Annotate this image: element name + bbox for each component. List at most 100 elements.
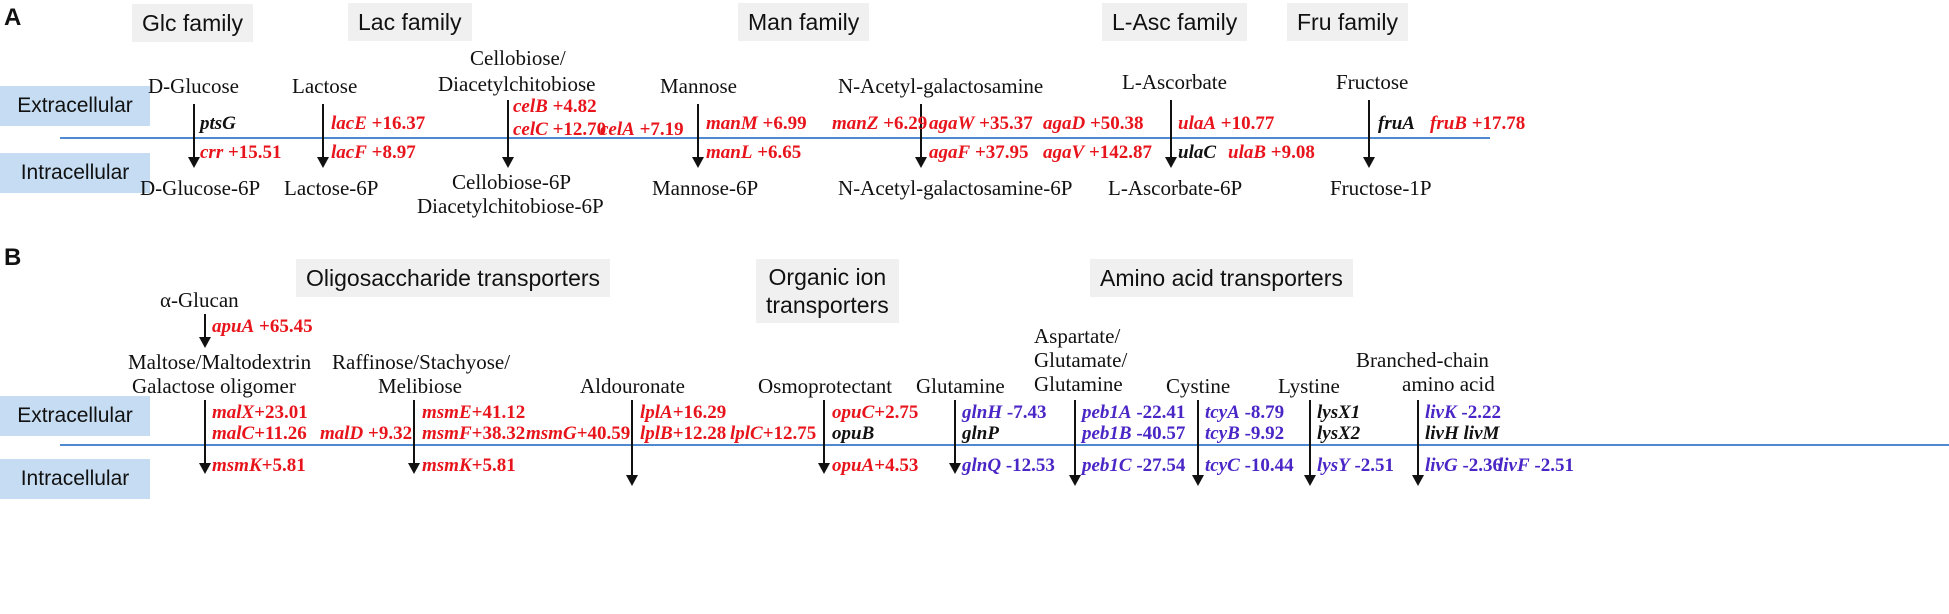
- arrow-mal: [199, 400, 211, 474]
- gene-glnp: glnP: [962, 423, 999, 444]
- gene-lysx2: lysX2: [1317, 423, 1361, 444]
- membrane-b: [60, 444, 1949, 446]
- substrate-melibiose: Melibiose: [378, 374, 462, 398]
- gene-lysx1: lysX1: [1317, 402, 1361, 423]
- gene-lpla: lplA+16.29: [640, 402, 727, 423]
- gene-livf: livF -2.51: [1498, 455, 1574, 476]
- gene-peb1c: peb1C -27.54: [1082, 455, 1186, 476]
- arrow-fru: [1363, 100, 1375, 168]
- gene-crr: crr +15.51: [200, 142, 282, 163]
- gene-tcyc: tcyC -10.44: [1205, 455, 1294, 476]
- substrate-branched-chain: Branched-chain: [1356, 348, 1489, 372]
- gene-opua: opuA+4.53: [832, 455, 919, 476]
- gene-msme: msmE+41.12: [422, 402, 526, 423]
- substrate-glutamine: Glutamine: [916, 374, 1005, 398]
- arrow-ula: [1165, 100, 1177, 168]
- gene-ulac: ulaC: [1178, 142, 1217, 163]
- arrow-lac: [317, 104, 329, 168]
- substrate-glutamine-2: Glutamine: [1034, 372, 1123, 396]
- gene-agaw: agaW +35.37: [929, 113, 1033, 134]
- substrate-lactose: Lactose: [292, 74, 358, 98]
- substrate-cystine: Cystine: [1166, 374, 1231, 398]
- substrate-osmoprotectant: Osmoprotectant: [758, 374, 893, 398]
- arrow-tcy: [1192, 400, 1204, 486]
- gene-msmk-1: msmK+5.81: [212, 455, 306, 476]
- arrow-opu: [818, 400, 830, 474]
- gene-lacf: lacF +8.97: [331, 142, 416, 163]
- arrow-gln: [949, 400, 961, 474]
- gene-apua: apuA +65.45: [212, 316, 313, 337]
- arrow-aga: [915, 104, 927, 168]
- gene-mald: malD +9.32: [320, 423, 413, 444]
- gene-celb: celB +4.82: [513, 96, 597, 117]
- gene-livh: livH livM: [1425, 423, 1500, 444]
- gene-ulaa: ulaA +10.77: [1178, 113, 1275, 134]
- substrate-raffinose: Raffinose/Stachyose/: [332, 350, 511, 374]
- arrow-cel: [502, 100, 514, 168]
- product-l-ascorbate-6p: L-Ascorbate-6P: [1108, 176, 1243, 200]
- gene-frua: fruA: [1378, 113, 1415, 134]
- product-mannose-6p: Mannose-6P: [652, 176, 759, 200]
- product-diacetylchitobiose-6p: Diacetylchitobiose-6P: [417, 194, 604, 218]
- substrate-aspartate: Aspartate/: [1034, 324, 1121, 348]
- family-lac: Lac family: [348, 3, 472, 41]
- gene-frub: fruB +17.78: [1430, 113, 1526, 134]
- substrate-diacetylchitobiose: Diacetylchitobiose: [438, 72, 596, 96]
- gene-ptsg: ptsG: [200, 113, 236, 134]
- product-cellobiose-6p: Cellobiose-6P: [452, 170, 571, 194]
- arrow-apu: [199, 314, 211, 348]
- substrate-aldouronate: Aldouronate: [580, 374, 685, 398]
- gene-cela: celA +7.19: [600, 119, 684, 140]
- gene-opuc: opuC+2.75: [832, 402, 919, 423]
- gene-ulab: ulaB +9.08: [1228, 142, 1315, 163]
- gene-lplb: lplB+12.28: [640, 423, 727, 444]
- substrate-d-glucose: D-Glucose: [148, 74, 239, 98]
- gene-celc: celC +12.70: [513, 119, 607, 140]
- intracellular-label-b: Intracellular: [0, 459, 150, 499]
- substrate-glutamate: Glutamate/: [1034, 348, 1128, 372]
- extracellular-label-b: Extracellular: [0, 396, 150, 436]
- substrate-l-ascorbate: L-Ascorbate: [1122, 70, 1227, 94]
- gene-msmk-2: msmK+5.81: [422, 455, 516, 476]
- arrow-liv: [1412, 400, 1424, 486]
- family-man: Man family: [738, 3, 870, 41]
- gene-tcyb: tcyB -9.92: [1205, 423, 1285, 444]
- gene-msmg: msmG+40.59: [526, 423, 631, 444]
- panel-letter-b: B: [4, 244, 22, 271]
- arrow-lpl: [626, 400, 638, 486]
- product-fructose-1p: Fructose-1P: [1330, 176, 1432, 200]
- family-glc: Glc family: [132, 4, 253, 42]
- substrate-lystine: Lystine: [1278, 374, 1340, 398]
- membrane-a: [60, 137, 1490, 139]
- gene-msmf: msmF+38.32: [422, 423, 526, 444]
- gene-manm: manM +6.99: [706, 113, 807, 134]
- gene-livg: livG -2.36: [1425, 455, 1503, 476]
- family-l-asc: L-Asc family: [1102, 3, 1248, 41]
- group-amino-acid: Amino acid transporters: [1090, 259, 1353, 297]
- arrow-lys: [1304, 400, 1316, 486]
- intracellular-label-a: Intracellular: [0, 153, 150, 193]
- product-d-glucose-6p: D-Glucose-6P: [140, 176, 261, 200]
- group-oligosaccharide: Oligosaccharide transporters: [296, 259, 611, 297]
- gene-agad: agaD +50.38: [1043, 113, 1144, 134]
- gene-lysy: lysY -2.51: [1317, 455, 1395, 476]
- extracellular-label-a: Extracellular: [0, 86, 150, 126]
- arrow-glc: [188, 104, 200, 168]
- gene-lplc: lplC+12.75: [730, 423, 817, 444]
- gene-lace: lacE +16.37: [331, 113, 426, 134]
- gene-tcya: tcyA -8.79: [1205, 402, 1285, 423]
- substrate-amino-acid: amino acid: [1402, 372, 1495, 396]
- product-lactose-6p: Lactose-6P: [284, 176, 379, 200]
- gene-opub: opuB: [832, 423, 875, 444]
- gene-manz: manZ +6.29: [832, 113, 928, 134]
- panel-letter-a: A: [4, 4, 22, 31]
- product-n-acetyl-galactosamine-6p: N-Acetyl-galactosamine-6P: [838, 176, 1073, 200]
- gene-agav: agaV +142.87: [1043, 142, 1153, 163]
- arrow-msm: [408, 400, 420, 474]
- gene-livk: livK -2.22: [1425, 402, 1501, 423]
- arrow-man: [692, 104, 704, 168]
- substrate-fructose: Fructose: [1336, 70, 1409, 94]
- gene-peb1b: peb1B -40.57: [1082, 423, 1186, 444]
